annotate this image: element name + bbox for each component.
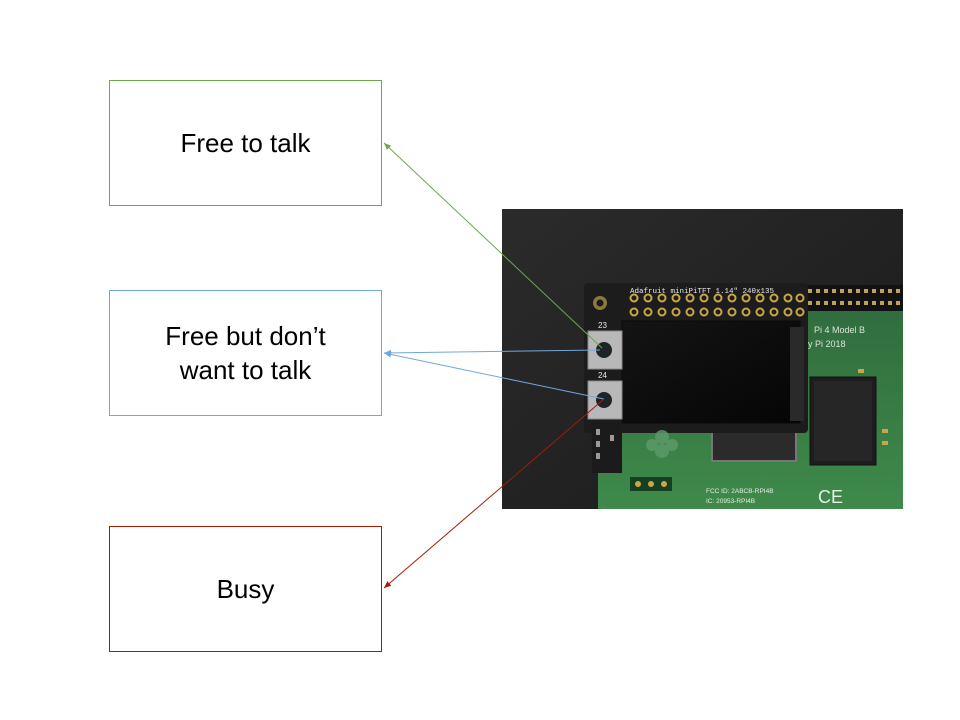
raspberry-pi-minipitft-photo: Pi 4 Model B rry Pi 2018 CE FCC ID: 2ABC… <box>502 209 903 509</box>
status-box-free-to-talk: Free to talk <box>109 80 382 206</box>
status-box-free-but-dont-want-to-talk: Free but don’t want to talk <box>109 290 382 416</box>
status-box-busy: Busy <box>109 526 382 652</box>
minipitft-header-text: Adafruit miniPiTFT 1.14" 240x135 <box>630 288 775 296</box>
board-model-text: Pi 4 Model B <box>814 325 865 335</box>
raspberry-logo <box>646 430 678 458</box>
button-24 <box>596 392 612 408</box>
status-label-free-but-dont-want-to-talk: Free but don’t want to talk <box>165 321 326 385</box>
ce-mark: CE <box>818 487 843 507</box>
lcd-display <box>621 320 801 424</box>
status-label-busy: Busy <box>216 574 275 604</box>
button-24-label: 24 <box>598 371 607 380</box>
fcc-id-text: FCC ID: 2ABCB-RPI4B <box>706 488 774 495</box>
button-23-label: 23 <box>598 321 607 330</box>
board-year-text: rry Pi 2018 <box>802 339 846 349</box>
button-23 <box>596 342 612 358</box>
ic-id-text: IC: 20953-RPI4B <box>706 498 755 505</box>
gpio-header <box>802 285 903 311</box>
status-label-free-to-talk: Free to talk <box>180 128 311 158</box>
